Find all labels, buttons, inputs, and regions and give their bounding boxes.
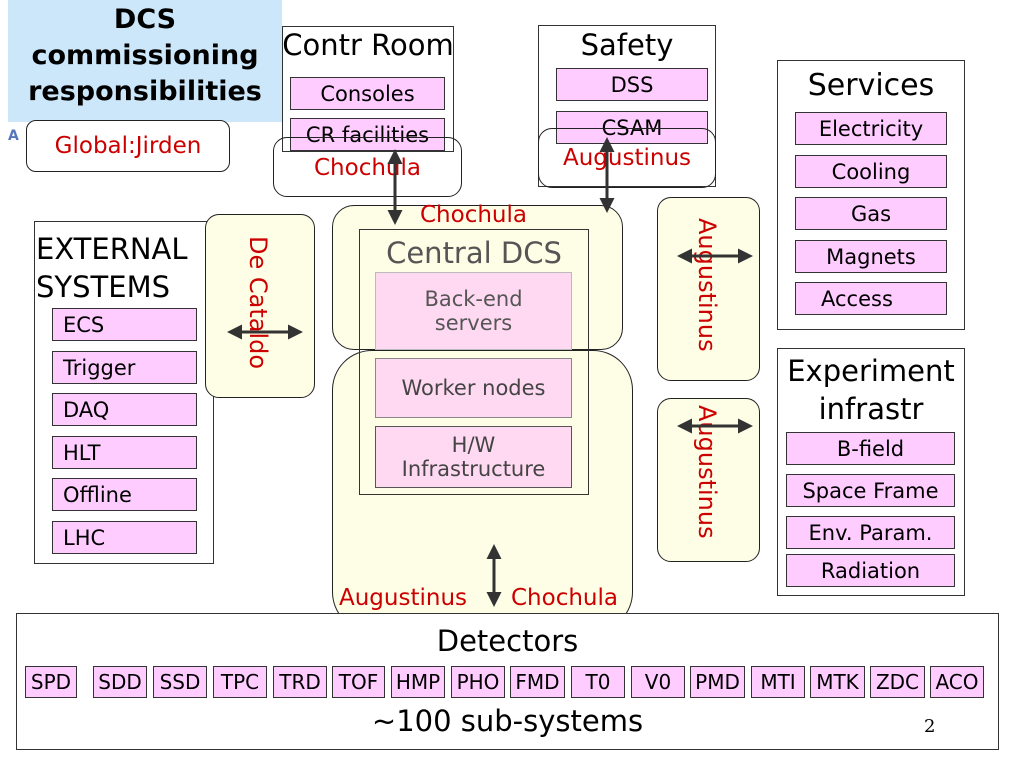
external-item-ecs: ECS: [52, 308, 197, 341]
central-dcs-title: Central DCS: [386, 236, 562, 270]
control-room-owner-box: [273, 137, 462, 197]
detector-zdc: ZDC: [870, 666, 925, 698]
experiment-title-line-2: infrastr: [818, 392, 924, 426]
backend-line-1: Back-end: [424, 287, 523, 311]
external-item-offline: Offline: [52, 478, 197, 511]
detector-tpc: TPC: [213, 666, 267, 698]
control-room-title: Contr Room: [282, 28, 454, 62]
detector-t0: T0: [571, 666, 625, 698]
central-dcs-panel: [359, 229, 589, 495]
hw-line-2: Infrastructure: [401, 457, 546, 481]
experiment-title-line-1: Experiment: [787, 354, 955, 388]
detector-tof: TOF: [332, 666, 385, 698]
detector-mti: MTI: [751, 666, 805, 698]
title-line-1: DCS: [113, 4, 177, 35]
title-line-2: commissioning: [31, 40, 259, 71]
central-owner-top: Chochula: [420, 202, 527, 228]
page-title: DCS commissioning responsibilities: [8, 2, 282, 110]
detector-trd: TRD: [273, 666, 327, 698]
detector-pmd: PMD: [690, 666, 745, 698]
external-item-daq: DAQ: [52, 393, 197, 426]
detectors-title: Detectors: [436, 624, 579, 658]
logo: A: [8, 120, 128, 148]
services-item-cooling: Cooling: [795, 155, 947, 188]
services-item-access: Access: [795, 282, 947, 315]
title-line-3: responsibilities: [28, 76, 262, 107]
control-room-item-cr-facilities: CR facilities: [290, 118, 445, 151]
experiment-item-b-field: B-field: [786, 432, 955, 465]
detector-spd: SPD: [25, 666, 77, 698]
global-owner-box: Global:Jirden: [26, 120, 230, 172]
external-title-line-2: SYSTEMS: [36, 270, 170, 304]
external-title-line-1: EXTERNAL: [36, 232, 188, 266]
safety-item-dss: DSS: [556, 68, 708, 101]
external-item-hlt: HLT: [52, 436, 197, 469]
detectors-footer: ~100 sub-systems: [371, 704, 644, 738]
services-item-magnets: Magnets: [795, 240, 947, 273]
external-item-lhc: LHC: [52, 521, 197, 554]
central-backend-servers: Back-end servers: [375, 272, 572, 350]
page-number: 2: [924, 716, 936, 737]
external-owner: De Cataldo: [244, 236, 272, 370]
external-item-trigger: Trigger: [52, 351, 197, 384]
safety-item-csam: CSAM: [556, 111, 708, 144]
experiment-item-radiation: Radiation: [786, 554, 955, 587]
detector-fmd: FMD: [510, 666, 565, 698]
experiment-item-env-param: Env. Param.: [786, 516, 955, 549]
services-item-gas: Gas: [795, 197, 947, 230]
control-room-owner: Chochula: [314, 155, 421, 181]
title-block: [8, 0, 282, 122]
control-room-item-consoles: Consoles: [290, 77, 445, 110]
logo-mark: A: [8, 128, 19, 144]
services-item-electricity: Electricity: [795, 112, 947, 145]
detector-hmp: HMP: [391, 666, 445, 698]
safety-owner-box: [538, 128, 716, 188]
detector-ssd: SSD: [153, 666, 207, 698]
services-owner-box: [657, 197, 760, 381]
external-title: EXTERNAL SYSTEMS: [36, 230, 188, 306]
central-worker-nodes: Worker nodes: [375, 358, 572, 418]
safety-title: Safety: [580, 28, 674, 62]
detector-aco: ACO: [930, 666, 984, 698]
central-owner-bottom-left: Augustinus: [339, 585, 468, 611]
central-owner-bottom-right: Chochula: [511, 585, 618, 611]
detector-mtk: MTK: [810, 666, 865, 698]
experiment-item-space-frame: Space Frame: [786, 474, 955, 507]
safety-owner: Augustinus: [562, 145, 692, 171]
backend-line-2: servers: [434, 311, 513, 335]
detector-sdd: SDD: [93, 666, 147, 698]
services-title: Services: [807, 68, 935, 103]
global-owner-label: Global:Jirden: [54, 133, 202, 159]
experiment-title: Experiment infrastr: [777, 352, 965, 428]
external-owner-box: [205, 214, 315, 398]
hw-line-1: H/W: [451, 433, 496, 457]
detector-v0: V0: [631, 666, 685, 698]
detector-pho: PHO: [451, 666, 505, 698]
safety-panel: [538, 25, 716, 187]
central-hw-infrastructure: H/W Infrastructure: [375, 426, 572, 488]
services-owner: Augustinus: [693, 218, 721, 352]
